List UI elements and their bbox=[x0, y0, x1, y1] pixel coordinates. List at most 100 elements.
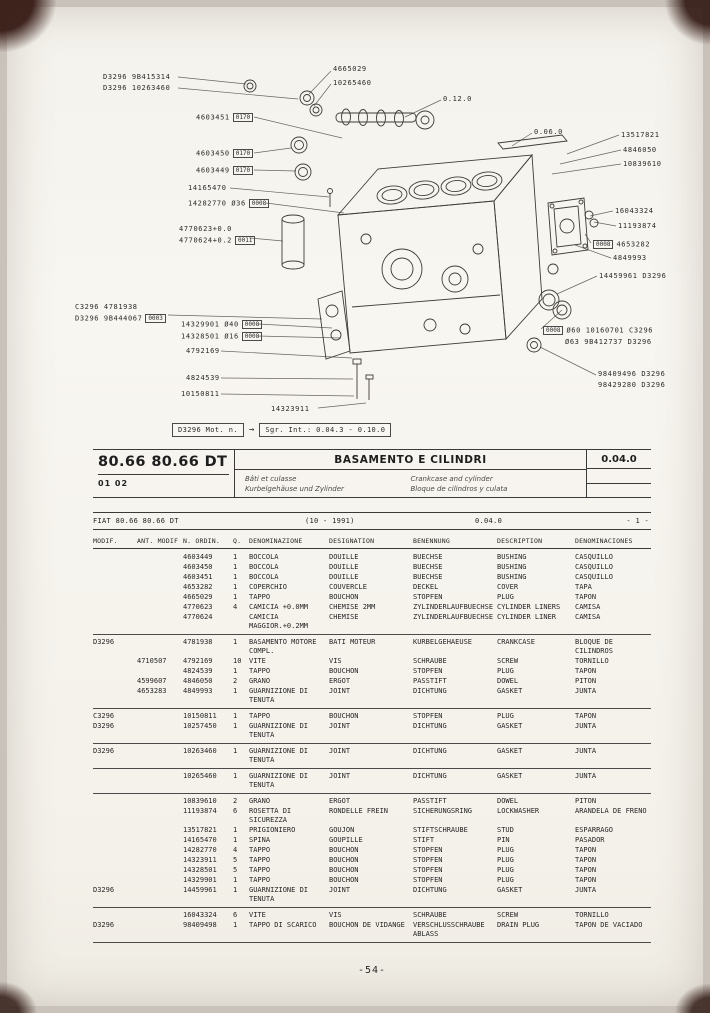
cell-en: COVER bbox=[497, 583, 519, 591]
cell-n: 14459961 bbox=[183, 885, 233, 908]
cell-it: COPERCHIO bbox=[249, 583, 287, 591]
cell-ant bbox=[137, 866, 183, 876]
cell-es: TAPON bbox=[575, 846, 597, 854]
cell-n: 4770623 bbox=[183, 603, 213, 611]
cell-q: 1 bbox=[233, 573, 238, 581]
cell-q: 5 bbox=[233, 866, 238, 874]
cell-en: BUSHING bbox=[497, 563, 527, 571]
cell-modif bbox=[93, 807, 137, 826]
cell-modif: D3296 bbox=[93, 638, 115, 646]
cell-it: TAPPO bbox=[249, 866, 271, 874]
cell-en: STUD bbox=[497, 826, 514, 834]
cell-de: STOPFEN bbox=[413, 667, 443, 675]
part-callout: 4846050 bbox=[623, 146, 657, 154]
cell-fr: BATI MOTEUR bbox=[329, 638, 376, 646]
cell-modif bbox=[93, 826, 137, 836]
cell-q: 2 bbox=[233, 677, 238, 685]
cell-it: GRANO bbox=[249, 677, 271, 685]
cell-it: TAPPO DI SCARICO bbox=[249, 920, 329, 943]
col-ant: ANT. MODIF bbox=[137, 534, 183, 549]
cell-de: SCHRAUBE bbox=[413, 911, 447, 919]
part-number: 0.06.0 bbox=[534, 128, 563, 136]
part-number: 14165470 bbox=[188, 184, 227, 192]
cell-es: CASQUILLO bbox=[575, 553, 613, 561]
cell-es: TORNILLO bbox=[575, 657, 609, 665]
cell-fr: BOUCHON bbox=[329, 876, 359, 884]
cell-it: TAPPO bbox=[249, 712, 271, 720]
cell-es: TAPON bbox=[575, 866, 597, 874]
part-number: 4824539 bbox=[186, 374, 220, 382]
part-number: 11193874 bbox=[618, 222, 657, 230]
cell-modif bbox=[93, 836, 137, 846]
part-number: 4792169 bbox=[186, 347, 220, 355]
cell-n: 98409498 bbox=[183, 920, 233, 943]
code-grid bbox=[587, 469, 651, 497]
cell-ant bbox=[137, 583, 183, 593]
ref-code-box: 0008 bbox=[241, 332, 263, 341]
cell-it: CAMICIA MAGGIOR.+0.2MM bbox=[249, 612, 329, 635]
cell-modif bbox=[93, 603, 137, 613]
cell-q: 6 bbox=[233, 807, 238, 815]
cell-ant bbox=[137, 885, 183, 908]
cell-it: PRIGIONIERO bbox=[249, 826, 296, 834]
cell-en: GASKET bbox=[497, 686, 575, 709]
cell-fr: BOUCHON bbox=[329, 712, 359, 720]
cell-en: PLUG bbox=[497, 866, 514, 874]
part-callout: 4770623+0.0 bbox=[179, 225, 232, 233]
cell-modif bbox=[93, 573, 137, 583]
cell-de: STIFT bbox=[413, 836, 435, 844]
title-cell: BASAMENTO E CILINDRI Bâti et culasse Kur… bbox=[235, 450, 587, 497]
cell-en: DOWEL bbox=[497, 677, 519, 685]
cell-ant bbox=[137, 709, 183, 722]
cell-de: STIFTSCHRAUBE bbox=[413, 826, 468, 834]
cell-es: ESPARRAGO bbox=[575, 826, 613, 834]
col-fr: DESIGNATION bbox=[329, 534, 413, 549]
col-modif: MODIF. bbox=[93, 534, 137, 549]
cell-it: CAMICIA +0.0MM bbox=[249, 603, 309, 611]
cell-n: 4603449 bbox=[183, 553, 213, 561]
variant-code: 01 02 bbox=[98, 479, 129, 488]
cell-fr: DOUILLE bbox=[329, 553, 359, 561]
cell-fr: VIS bbox=[329, 657, 342, 665]
cell-modif bbox=[93, 876, 137, 886]
part-callout: 14459961 D3296 bbox=[599, 272, 666, 280]
cell-ant bbox=[137, 768, 183, 794]
part-number: 4846050 bbox=[623, 146, 657, 154]
part-number: 14328501 Ø16 bbox=[181, 332, 239, 341]
col-qty: Q. bbox=[233, 534, 249, 549]
cell-modif bbox=[93, 686, 137, 709]
cell-de: SCHRAUBE bbox=[413, 657, 447, 665]
part-callout: 10265460 bbox=[333, 79, 372, 87]
ref-code-box: 0008 bbox=[543, 326, 564, 335]
cell-modif bbox=[93, 856, 137, 866]
part-number: 4603449 bbox=[196, 166, 230, 175]
cell-q: 1 bbox=[233, 920, 249, 943]
cell-n: 4824539 bbox=[183, 667, 213, 675]
cell-ant bbox=[137, 908, 183, 921]
ref-code-box: 0008 bbox=[593, 240, 614, 249]
cell-de: DICHTUNG bbox=[413, 743, 497, 769]
cell-ant bbox=[137, 836, 183, 846]
cell-it: GUARNIZIONE DI TENUTA bbox=[249, 721, 329, 744]
part-number: 4770623+0.0 bbox=[179, 225, 232, 233]
cell-en: CRANKCASE bbox=[497, 638, 535, 646]
section-title: BASAMENTO E CILINDRI bbox=[235, 450, 586, 470]
cell-modif bbox=[93, 657, 137, 667]
part-callout: 4665029 bbox=[333, 65, 367, 73]
cell-ant bbox=[137, 603, 183, 613]
part-callout: 10839610 bbox=[623, 160, 662, 168]
cell-n: 14323911 bbox=[183, 856, 217, 864]
cell-it: TAPPO bbox=[249, 856, 271, 864]
cell-fr: BOUCHON bbox=[329, 856, 359, 864]
cell-n: 4603450 bbox=[183, 563, 213, 571]
